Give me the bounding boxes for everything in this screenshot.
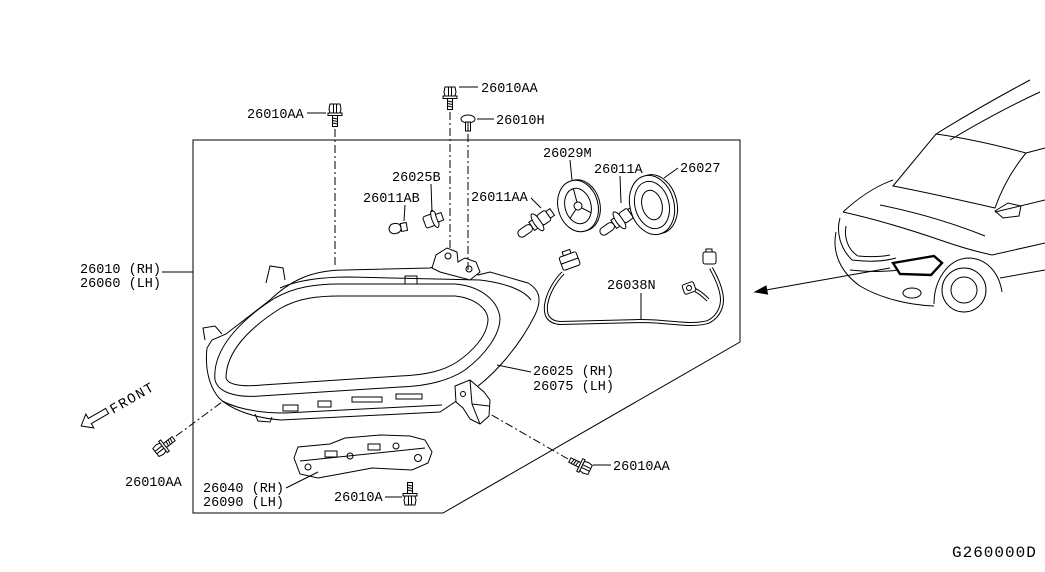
headlamp-lh-part-number[interactable]: 26060 (LH) bbox=[80, 277, 161, 292]
top-clip bbox=[460, 114, 476, 132]
top-left-mounting-tab bbox=[265, 265, 286, 284]
assembly-frame bbox=[192, 139, 741, 514]
harness-wire-inner bbox=[544, 267, 723, 325]
lower-lens-segment bbox=[351, 396, 383, 403]
small-socket-part-number[interactable]: 26025B bbox=[392, 171, 441, 186]
small-bulb-socket bbox=[422, 209, 445, 229]
lower-lens-segment bbox=[395, 393, 423, 400]
vehicle-a-pillar bbox=[1025, 147, 1045, 154]
top-bolt bbox=[442, 86, 458, 110]
vehicle-wheel bbox=[941, 267, 987, 313]
harness-connector bbox=[558, 248, 581, 271]
vehicle-fog-lamp bbox=[902, 287, 922, 299]
drawing-code: G260000D bbox=[952, 544, 1037, 562]
small-bulb-part-number[interactable]: 26011AB bbox=[363, 192, 420, 207]
vehicle-front-bumper bbox=[834, 231, 935, 307]
vehicle-mirror bbox=[994, 202, 1022, 219]
harness-part-number[interactable]: 26038N bbox=[607, 279, 656, 294]
headlamp-assembly bbox=[202, 247, 540, 425]
vehicle-headlamp-highlight bbox=[891, 254, 944, 277]
bottom-right-bolt bbox=[566, 453, 594, 477]
top-housing-box bbox=[404, 275, 418, 285]
headlamp-bracket bbox=[293, 434, 433, 479]
headlamp-lower-trim bbox=[221, 400, 443, 414]
housing-lh-part-number[interactable]: 26075 (LH) bbox=[533, 380, 614, 395]
headlamp-inner-reflector bbox=[225, 295, 489, 387]
left-cap-part-number[interactable]: 26029M bbox=[543, 147, 592, 162]
lower-lens-segment bbox=[282, 404, 299, 412]
harness-connector bbox=[681, 281, 697, 295]
lower-lens-segment bbox=[317, 400, 332, 408]
headlamp-lens bbox=[214, 283, 501, 397]
housing-rh-part-number[interactable]: 26025 (RH) bbox=[533, 365, 614, 380]
headlamp-top-contour bbox=[279, 276, 532, 301]
headlamp-housing bbox=[205, 261, 540, 421]
bracket-bolt-part-number[interactable]: 26010A bbox=[334, 491, 384, 506]
left-bulb-cap bbox=[557, 179, 601, 233]
fitting-line bbox=[489, 413, 569, 460]
mounting-hole bbox=[465, 265, 473, 273]
small-wedge-bulb bbox=[388, 221, 409, 235]
right-cap-part-number[interactable]: 26027 bbox=[680, 162, 721, 177]
bracket-rh-part-number[interactable]: 26040 (RH) bbox=[203, 482, 284, 497]
vehicle-roof-line bbox=[935, 79, 1031, 135]
vehicle-hood bbox=[842, 179, 993, 256]
right-bulb-part-number[interactable]: 26011A bbox=[594, 163, 644, 178]
front-arrow-icon bbox=[80, 407, 110, 429]
top-right-mounting-bracket bbox=[431, 247, 481, 281]
vehicle-wheel-hub bbox=[950, 276, 978, 304]
bracket-lh-part-number[interactable]: 26090 (LH) bbox=[203, 496, 284, 511]
mounting-hole bbox=[460, 391, 466, 397]
top-left-bolt bbox=[327, 103, 343, 127]
left-bulb-part-number[interactable]: 26011AA bbox=[471, 191, 529, 206]
bottom-left-bolt-part-number[interactable]: 26010AA bbox=[125, 476, 183, 491]
bottom-right-mounting-bracket bbox=[454, 379, 491, 425]
bottom-tab bbox=[254, 413, 273, 423]
fitting-line bbox=[175, 401, 223, 437]
mounting-hole bbox=[444, 252, 452, 260]
location-arrow-icon bbox=[753, 267, 891, 295]
wiring-harness bbox=[543, 248, 724, 326]
vehicle-outline bbox=[834, 79, 1045, 313]
vehicle-roof-rail bbox=[949, 91, 1041, 141]
top-clip-part-number[interactable]: 26010H bbox=[496, 114, 545, 129]
vehicle-windshield bbox=[892, 133, 1027, 209]
headlamp-rh-part-number[interactable]: 26010 (RH) bbox=[80, 263, 161, 278]
vehicle-side-lines bbox=[991, 199, 1045, 279]
bottom-right-bolt-part-number[interactable]: 26010AA bbox=[613, 460, 671, 475]
left-mounting-tab bbox=[202, 325, 223, 341]
bracket-bolt bbox=[402, 482, 418, 506]
bottom-left-bolt bbox=[151, 432, 179, 459]
vehicle-grille bbox=[838, 217, 897, 262]
harness-connector bbox=[702, 248, 717, 265]
left-headlamp-bulb bbox=[517, 207, 556, 238]
right-bulb-cap bbox=[628, 174, 679, 236]
leader-lines bbox=[162, 86, 679, 498]
front-label: FRONT bbox=[108, 380, 159, 419]
harness-wire-outer bbox=[543, 267, 724, 326]
top-bolt-part-number[interactable]: 26010AA bbox=[481, 82, 539, 97]
bracket-rib bbox=[469, 379, 490, 425]
top-left-bolt-part-number[interactable]: 26010AA bbox=[247, 108, 305, 123]
vehicle-wheel-arch bbox=[933, 257, 1003, 305]
